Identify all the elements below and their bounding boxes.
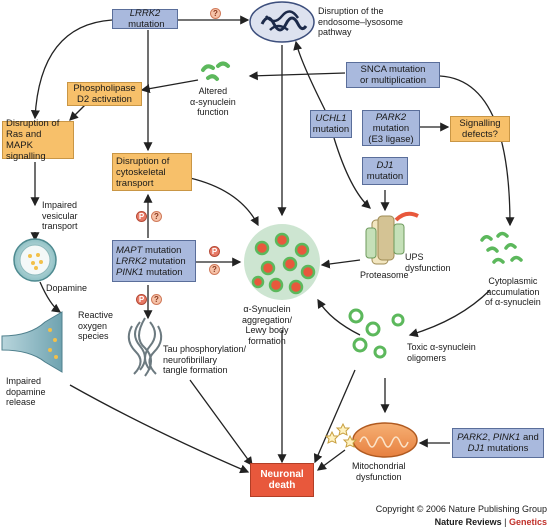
copyright: Copyright © 2006 Nature Publishing Group bbox=[375, 504, 547, 514]
mitochondrion-icon bbox=[352, 422, 418, 458]
arrow-snca-cytoplasmic bbox=[439, 75, 515, 227]
journal-credit: Nature Reviews | Genetics bbox=[434, 517, 547, 527]
impaired-vesicular-label: Impaired vesicular transport bbox=[42, 200, 78, 231]
phospho-badge: P bbox=[136, 294, 147, 305]
phospholipase-box: Phospholipase D2 activation bbox=[67, 82, 142, 106]
cytoplasmic-synuclein-icon bbox=[480, 231, 523, 264]
aggregation-label: α-Synuclein aggregation/ Lewy body forma… bbox=[242, 304, 293, 346]
arrow-uchl1-endosome bbox=[293, 40, 326, 111]
arrow-oligomers-aggregation bbox=[317, 298, 361, 336]
question-badge: ? bbox=[210, 8, 221, 19]
arrow-cytoskeletal-aggregation bbox=[189, 177, 259, 227]
arrow-snca-altered bbox=[248, 71, 346, 81]
ups-label: UPS dysfunction bbox=[405, 252, 451, 273]
oligomers-label: Toxic α-synuclein oligomers bbox=[407, 342, 476, 363]
dopamine-label: Dopamine bbox=[46, 283, 88, 293]
arrow-release-death bbox=[69, 384, 250, 474]
cytoskeletal-box: Disruption of cytoskeletal transport bbox=[112, 153, 192, 191]
arrow-dopamine-ros bbox=[39, 281, 62, 313]
mitochondrial-label: Mitochondrial dysfunction bbox=[352, 461, 406, 482]
question-badge: ? bbox=[151, 211, 162, 222]
oligomers-icon bbox=[348, 308, 405, 359]
gene-name: LRRK2 bbox=[129, 8, 161, 19]
arrow-oligomers-death bbox=[313, 369, 356, 464]
arrow-proteasome-aggregation bbox=[320, 259, 361, 269]
phospho-badge: P bbox=[209, 246, 220, 257]
vesicle-icon bbox=[13, 238, 57, 282]
question-badge: ? bbox=[151, 294, 162, 305]
endosome-label: Disruption of the endosome–lysosome path… bbox=[318, 6, 404, 37]
arrow-cytoplasmic-oligomers bbox=[408, 289, 491, 338]
ras-mapk-box: Disruption of Ras and MAPK signalling bbox=[2, 118, 74, 162]
park2-pink1-dj1-box: PARK2, PINK1 and DJ1 mutations bbox=[452, 428, 544, 458]
arrow-uchl1-proteasome bbox=[333, 137, 371, 209]
arrow-mito-death bbox=[316, 449, 346, 471]
arrows bbox=[30, 15, 515, 474]
mapt-lrrk2-pink1-box: MAPT mutation LRRK2 mutation PINK1 mutat… bbox=[112, 240, 196, 282]
phospho-badge: P bbox=[136, 211, 147, 222]
cytoplasmic-label: Cytoplasmic accumulation of α-synuclein bbox=[485, 276, 541, 307]
signalling-defects-box: Signalling defects? bbox=[450, 116, 510, 142]
proteasome-icon bbox=[365, 211, 419, 265]
arrow-tau-death bbox=[189, 379, 253, 467]
tau-tangle-icon bbox=[127, 317, 163, 377]
lrrk2-mutation-box: LRRK2 mutation bbox=[112, 8, 178, 30]
question-badge: ? bbox=[209, 264, 220, 275]
endosome-icon bbox=[249, 1, 315, 43]
arrow-lrrk2-ras bbox=[30, 19, 113, 120]
arrow-syn-phospholipase bbox=[140, 79, 199, 94]
ros-stars-icon bbox=[324, 422, 358, 448]
lewy-body-icon bbox=[244, 224, 320, 300]
synapse-icon bbox=[1, 311, 63, 373]
tau-label: Tau phosphorylation/ neurofibrillary tan… bbox=[163, 344, 247, 375]
proteasome-label: Proteasome bbox=[360, 270, 409, 280]
ros-label: Reactive oxygen species bbox=[78, 310, 114, 341]
alpha-synuclein-icon bbox=[201, 61, 230, 81]
arrow-phospholipase-ras bbox=[69, 104, 86, 121]
neuronal-death-box: Neuronal death bbox=[250, 463, 314, 497]
impaired-release-label: Impaired dopamine release bbox=[6, 376, 46, 407]
snca-box: SNCA mutation or multiplication bbox=[346, 62, 440, 88]
altered-synuclein-label: Altered α-synuclein function bbox=[190, 86, 236, 117]
